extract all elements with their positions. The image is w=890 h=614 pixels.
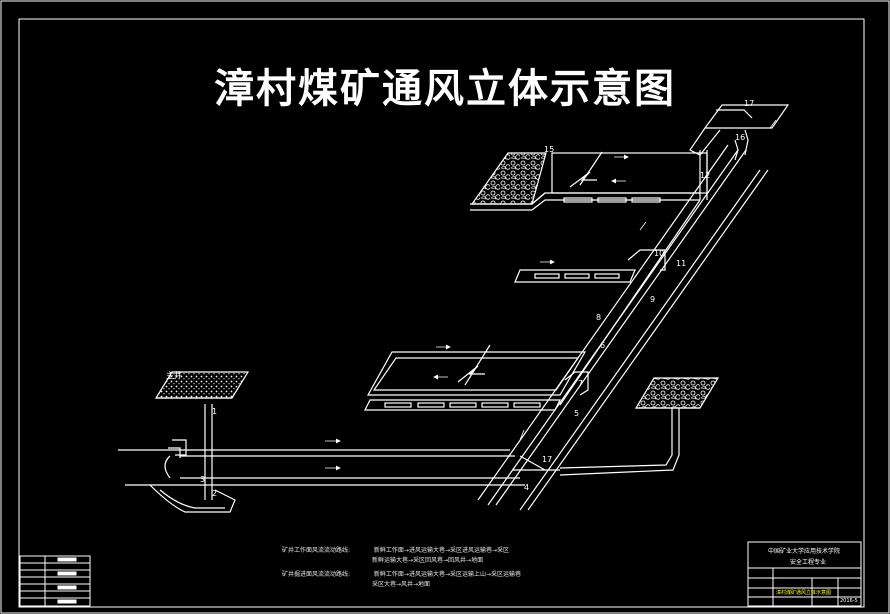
- node-label: 1: [212, 407, 217, 416]
- route-notes-4: 采区大巷→风井→地面: [372, 580, 430, 590]
- upper-working-panel: [470, 151, 708, 211]
- route-row2-a: 新鲜工作面→进风运输大巷→采区运输上山→采区运输巷: [373, 571, 522, 578]
- route-row1-a: 新鲜工作面→进风运输大巷→采区进风运输巷→采区: [373, 547, 510, 554]
- node-label: 16: [735, 133, 745, 142]
- title-block: [747, 541, 862, 607]
- upper-goaf: [470, 152, 547, 205]
- lower-working-panel: [364, 344, 589, 411]
- page-title: 漳村煤矿通风立体示意图: [214, 66, 676, 112]
- route-notes-2: 新鲜运输大巷→采区回风巷→回风井→地面: [372, 556, 483, 566]
- node-label: 2: [212, 489, 217, 498]
- node-label: 17: [744, 99, 754, 108]
- right-surface-block: [559, 377, 720, 476]
- inner-frame: [18, 18, 865, 608]
- left-surface-block: [154, 371, 250, 500]
- airflow-arrows: [325, 119, 777, 471]
- node-label: 17: [542, 455, 552, 464]
- title-block-department: 安全工程专业: [790, 559, 827, 566]
- route-notes-3: 矿井掘进面风流流动路线: 新鲜工作面→进风运输大巷→采区运输上山→采区运输巷: [282, 570, 521, 580]
- node-label: 3: [200, 475, 205, 484]
- node-label: 11: [676, 259, 686, 268]
- route-row2-label: 矿井掘进面风流流动路线:: [282, 571, 351, 578]
- node-label: 9: [650, 295, 655, 304]
- main-haulage: [118, 449, 560, 513]
- node-label: 7: [578, 379, 583, 388]
- legend-table: [19, 555, 91, 607]
- title-block-institution: 中国矿业大学应用技术学院: [768, 548, 841, 555]
- inclined-shafts: [477, 144, 769, 511]
- node-label: 10: [654, 249, 664, 258]
- title-block-drawing-no: 2016-5: [840, 598, 858, 604]
- node-label: 6: [600, 341, 605, 350]
- route-row1-b: 新鲜运输大巷→采区回风巷→回风井→地面: [372, 557, 484, 564]
- node-label: 12: [700, 171, 710, 180]
- surface-label: 主井: [166, 371, 182, 380]
- node-label: 8: [596, 313, 601, 322]
- middle-panel: [514, 249, 666, 283]
- node-label: 5: [574, 409, 579, 418]
- node-label: 15: [544, 145, 554, 154]
- title-block-drawing-name: 漳村煤矿通风立体示意图: [776, 590, 832, 596]
- node-numbers: 1 2 3 4 5 6 7 8 9 10 11 12 15 16 17 17: [200, 99, 754, 498]
- route-row2-b: 采区大巷→风井→地面: [372, 581, 431, 588]
- route-notes: 矿井工作面风流流动路线: 新鲜工作面→进风运输大巷→采区进风运输巷→采区: [282, 546, 509, 556]
- node-label: 4: [524, 483, 529, 492]
- route-row1-label: 矿井工作面风流流动路线:: [282, 547, 351, 554]
